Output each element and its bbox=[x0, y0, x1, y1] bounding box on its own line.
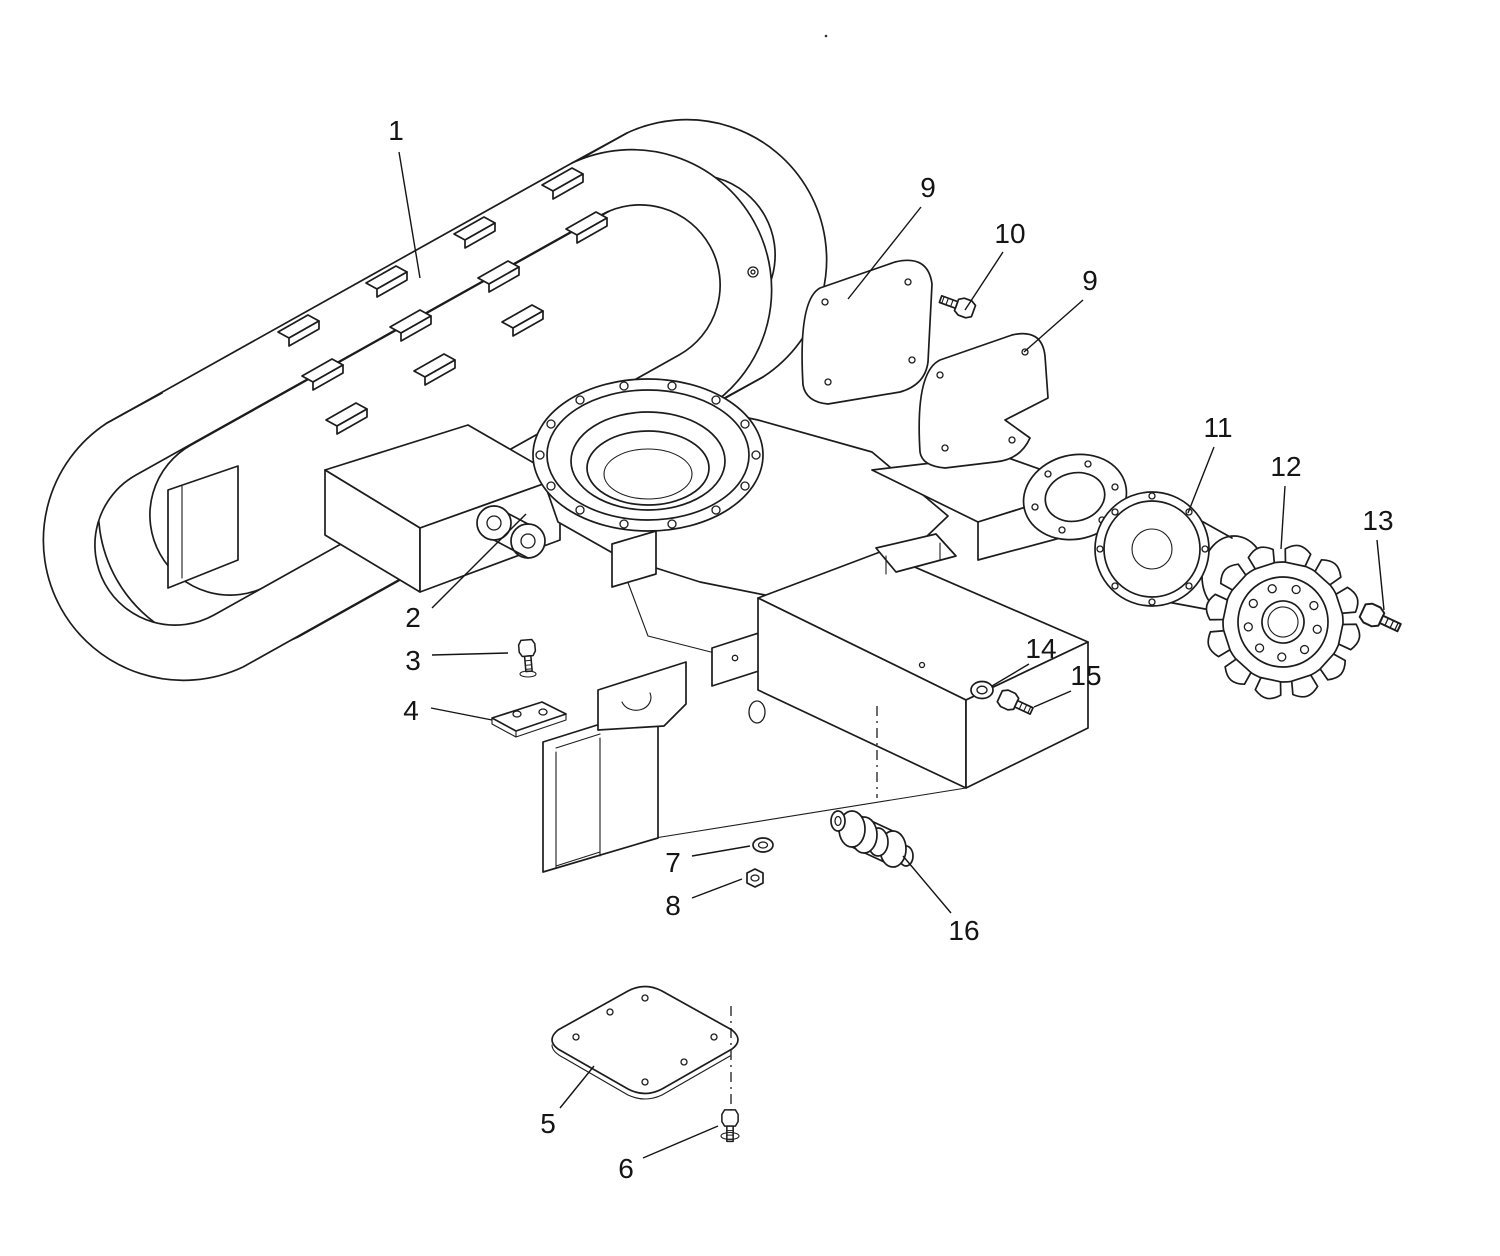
part-number: 3 bbox=[405, 645, 421, 676]
fitting-6 bbox=[720, 1109, 740, 1143]
part-number: 5 bbox=[540, 1108, 556, 1139]
frame-beam-lug bbox=[875, 533, 957, 573]
part-label-14: 14 bbox=[991, 633, 1057, 687]
part-number: 14 bbox=[1025, 633, 1056, 664]
nut-8 bbox=[746, 868, 764, 888]
washer-14 bbox=[970, 680, 994, 700]
part-number: 10 bbox=[994, 218, 1025, 249]
part-number: 16 bbox=[948, 915, 979, 946]
part-number: 15 bbox=[1070, 660, 1101, 691]
part-label-4: 4 bbox=[403, 695, 493, 726]
idler-yoke-bosses bbox=[476, 505, 546, 559]
bolt-3 bbox=[517, 638, 538, 678]
cover-plate-9b bbox=[918, 332, 1049, 469]
cover-plate-9a bbox=[801, 259, 933, 405]
washer-7 bbox=[752, 837, 774, 853]
part-label-6: 6 bbox=[618, 1125, 719, 1184]
frame-left-gusset bbox=[167, 465, 239, 589]
frame-tab bbox=[611, 530, 657, 588]
swing-bearing-bolt-holes bbox=[535, 381, 761, 529]
part-label-13: 13 bbox=[1362, 505, 1394, 611]
track-roller bbox=[830, 810, 914, 868]
part-number: 12 bbox=[1270, 451, 1301, 482]
motor-flange-bolts bbox=[1096, 492, 1209, 606]
labels: 1 9 10 9 11 12 13 2 bbox=[388, 115, 1393, 1184]
part-number: 8 bbox=[665, 890, 681, 921]
part-label-8: 8 bbox=[665, 878, 743, 921]
motor-mount-ring bbox=[1022, 453, 1128, 541]
part-label-11: 11 bbox=[1187, 412, 1233, 514]
swing-bearing bbox=[532, 378, 764, 532]
part-label-3: 3 bbox=[405, 645, 509, 676]
part-number: 6 bbox=[618, 1153, 634, 1184]
frame-right-beam-end bbox=[965, 641, 1089, 789]
idler-pin-hole bbox=[750, 269, 756, 275]
part-label-15: 15 bbox=[1033, 660, 1102, 708]
part-label-9b: 9 bbox=[1023, 265, 1098, 353]
sprocket-bolt-holes bbox=[1243, 584, 1322, 662]
shim-plate-4 bbox=[491, 701, 567, 738]
part-number: 13 bbox=[1362, 505, 1393, 536]
part-number: 1 bbox=[388, 115, 404, 146]
part-label-7: 7 bbox=[665, 845, 751, 878]
bolt-10 bbox=[936, 289, 978, 321]
bolt-13 bbox=[1357, 600, 1405, 638]
part-label-2: 2 bbox=[405, 513, 527, 633]
part-label-10: 10 bbox=[964, 218, 1026, 311]
speck bbox=[824, 34, 828, 38]
sprocket bbox=[1203, 542, 1363, 702]
part-label-9a: 9 bbox=[847, 172, 936, 300]
part-label-16: 16 bbox=[902, 855, 980, 946]
part-number: 7 bbox=[665, 847, 681, 878]
beam-oval-hole bbox=[748, 700, 766, 724]
part-label-12: 12 bbox=[1270, 451, 1302, 550]
part-label-1: 1 bbox=[388, 115, 421, 279]
frame-notch-plate bbox=[597, 661, 687, 731]
part-number: 11 bbox=[1203, 412, 1232, 443]
part-label-5: 5 bbox=[540, 1065, 595, 1139]
bottom-cover-plate bbox=[551, 985, 739, 1100]
part-number: 9 bbox=[1082, 265, 1098, 296]
part-number: 2 bbox=[405, 602, 421, 633]
part-number: 9 bbox=[920, 172, 936, 203]
part-number: 4 bbox=[403, 695, 419, 726]
